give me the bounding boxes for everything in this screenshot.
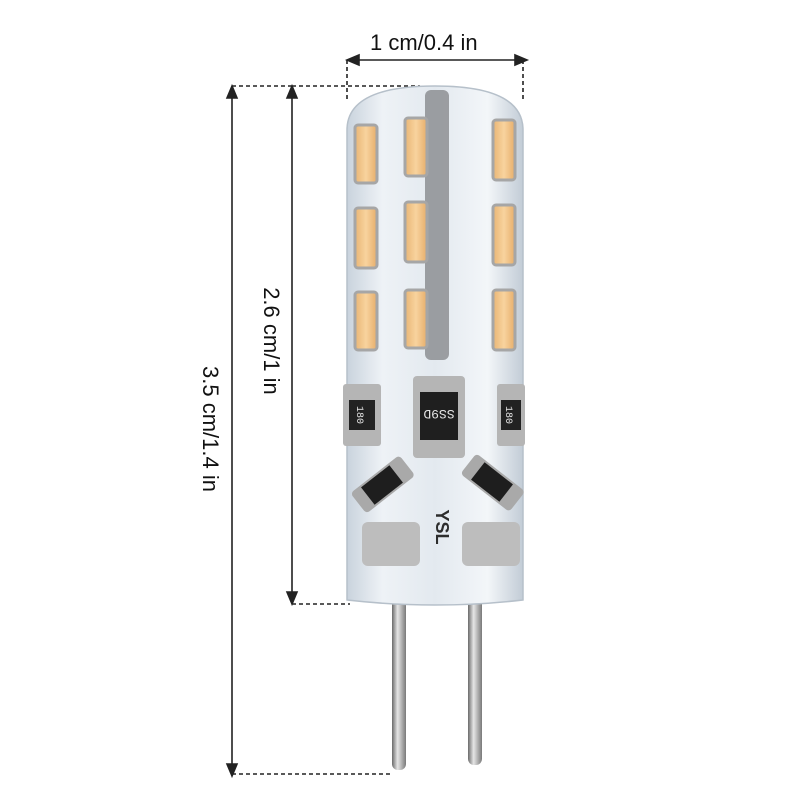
chip-code-center: SS9D (423, 406, 454, 421)
outer-height-dimension (225, 83, 392, 779)
resistor-chips (343, 376, 525, 458)
inner-height-dimension (285, 83, 420, 607)
led-array (353, 116, 517, 352)
diode-components (351, 454, 524, 513)
solder-pads (362, 522, 520, 566)
board-marking: YSL (432, 509, 452, 544)
bulb-pins (392, 575, 482, 770)
chip-code-left: 180 (353, 406, 364, 424)
chip-code-right: 180 (502, 406, 513, 424)
outer-height-dimension-label: 3.5 cm/1.4 in (198, 366, 223, 492)
inner-height-dimension-label: 2.6 cm/1 in (259, 287, 284, 395)
width-dimension (344, 53, 530, 100)
width-dimension-label: 1 cm/0.4 in (370, 30, 478, 55)
